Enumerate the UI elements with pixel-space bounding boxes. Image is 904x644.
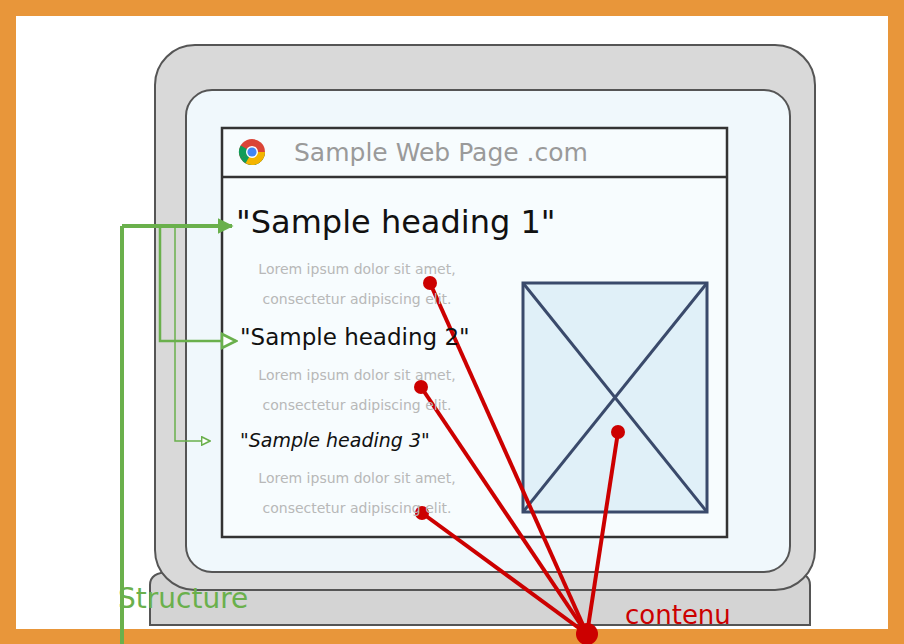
body-text: Lorem ipsum dolor sit amet, consectetur … [232,463,482,523]
laptop-screen [186,90,790,572]
orange-frame-bottom [0,629,904,643]
page-title: Sample Web Page .com [294,138,588,167]
body-text: Lorem ipsum dolor sit amet, consectetur … [232,360,482,420]
laptop-lid [155,45,815,590]
structure-label: Structure [118,582,248,616]
content-label: contenu [625,600,731,631]
title-bar: Sample Web Page .com [222,128,727,177]
chrome-icon [239,139,265,165]
body-text: Lorem ipsum dolor sit amet, consectetur … [232,254,482,314]
heading-1: "Sample heading 1" [236,203,556,241]
heading-3: "Sample heading 3" [240,429,430,452]
image-placeholder [523,283,707,512]
orange-frame [8,8,896,644]
heading-2: "Sample heading 2" [240,324,470,352]
title-bar-line [222,176,727,179]
structure-bracket [122,226,236,644]
browser-window [222,128,727,537]
